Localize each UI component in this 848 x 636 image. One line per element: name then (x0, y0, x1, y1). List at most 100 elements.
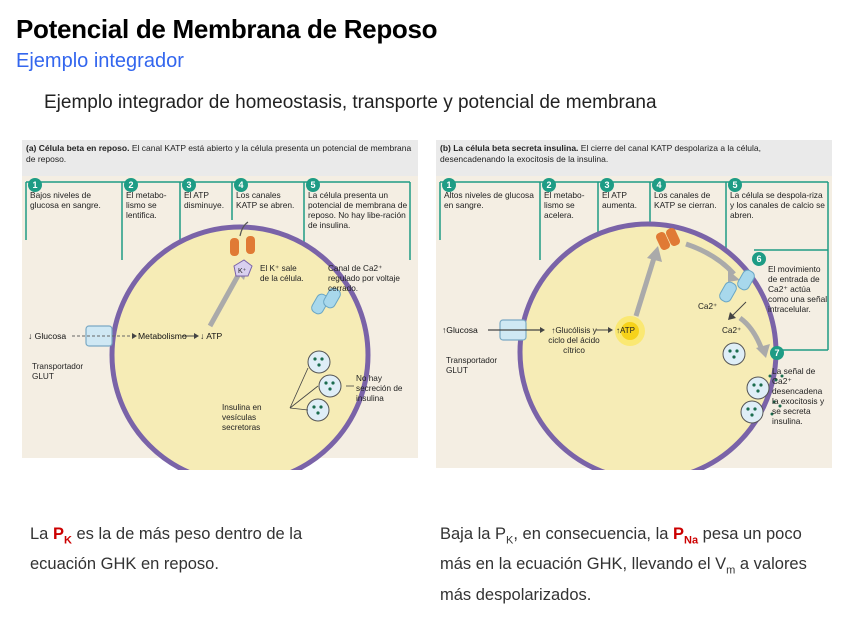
slide-subtitle: Ejemplo integrador (16, 50, 184, 72)
glucosa-label: ↑Glucosa (442, 325, 478, 335)
katp-channel-subunit (230, 238, 239, 256)
step-4-text: Los canales de KATP se cierran. (654, 190, 717, 210)
vesicle (318, 374, 342, 398)
step-badge-5: 5 (306, 178, 320, 192)
ca-label-1: Ca2⁺ (698, 302, 718, 311)
atp-text: ATP (620, 326, 635, 335)
note-right-b: , en consecuencia, la (513, 525, 673, 543)
ca-signal-arrow (738, 315, 765, 351)
panel-b-caption-text: El cierre del canal KATP despolariza a l… (440, 143, 761, 164)
arrowhead (194, 333, 199, 339)
vm-subscript: m (726, 564, 736, 577)
note-left-post: es la de más peso dentro de la ecuación … (30, 525, 303, 574)
arrowhead (728, 270, 740, 282)
metabolismo-label: Metabolismo (138, 331, 187, 341)
step-3-text: El ATP disminuye. (184, 190, 225, 210)
step-badge-3: 3 (182, 178, 196, 192)
arrowhead (540, 327, 545, 333)
pna-symbol: PNa (673, 525, 699, 547)
step-5-text: La célula se despola-riza y los canales … (730, 190, 825, 220)
insulin-vesicles (722, 342, 784, 424)
step-badge-2: 2 (124, 178, 138, 192)
katp-channel-subunit (655, 232, 671, 250)
k-sale-label: El K⁺ sale de la célula. (260, 264, 304, 283)
panel-a-caption-text: El canal KATP está abierto y la célula p… (26, 143, 412, 164)
pk-subscript: K (63, 534, 72, 547)
leader-line (289, 385, 319, 409)
glucosa-label: ↓ Glucosa (28, 331, 67, 341)
insulin-vesicles (306, 350, 342, 422)
pna-subscript: Na (684, 534, 699, 547)
up-arrow-icon: ↑ (551, 326, 556, 335)
no-secrecion-label: No hay secreción de insulina (356, 374, 403, 403)
k-efflux-arrow (239, 221, 249, 237)
atp-to-katp-arrow (633, 257, 657, 317)
arrowhead (728, 312, 736, 320)
up-arrow-icon: ↑ (616, 326, 620, 335)
step-6-text: El movimiento de entrada de Ca2⁺ actúa c… (768, 264, 828, 314)
ca-channel-closed-subunit (323, 287, 341, 309)
atp-label: ↓ ATP (200, 331, 223, 341)
panel-b-caption-bold: (b) La célula beta secreta insulina. (440, 143, 579, 153)
canal-ca-label: Canal de Ca2⁺ regulado por voltaje cerra… (328, 264, 400, 293)
note-right-a: Baja la P (440, 525, 507, 543)
katp-channel-subunit (246, 236, 255, 254)
step-badge-4: 4 (234, 178, 248, 192)
step-1-text: Altos niveles de glucosa en sangre. (444, 190, 534, 210)
step-badge-7: 7 (770, 346, 784, 360)
step-badge-1: 1 (442, 178, 456, 192)
leader-line (289, 367, 309, 409)
step-7-text: La señal de Ca2⁺ desencadena la exocitos… (772, 366, 825, 426)
step-2-text: El metabo-lismo se lentifica. (126, 190, 167, 220)
step-2-text: El metabo-lismo se acelera. (544, 190, 585, 220)
vesicle (746, 376, 770, 400)
arrowhead (608, 327, 613, 333)
step-4-text: Los canales KATP se abren. (236, 190, 295, 210)
ca-channel-open-subunit (719, 281, 737, 303)
atp-burst (621, 322, 639, 340)
panel-b-illustration (436, 176, 832, 470)
panel-a-illustration (22, 176, 418, 470)
atp-to-katp-arrow (207, 270, 243, 328)
note-right: Baja la PK, en consecuencia, la PNa pesa… (440, 522, 820, 607)
vesicle (307, 350, 331, 374)
leader-line (289, 407, 309, 411)
vesicle (740, 400, 764, 424)
step-badge-3: 3 (600, 178, 614, 192)
transportador-label: Transportador GLUT (446, 356, 498, 375)
pk-subscript: K (506, 534, 514, 547)
note-right-d: a valores más despolarizados. (440, 555, 807, 604)
note-left: La PK es la de más peso dentro de la ecu… (30, 522, 370, 576)
glucosa-text: Glucosa (446, 325, 478, 335)
katp-channel-subunit (665, 228, 681, 246)
pna-letter: P (673, 525, 685, 543)
panel-a-caption: (a) Célula beta en reposo. El canal KATP… (22, 140, 418, 176)
step-badge-1: 1 (28, 178, 42, 192)
arrowhead (756, 344, 770, 358)
atp-label: ↑ATP (616, 326, 635, 336)
pk-symbol: PK (52, 525, 72, 547)
step-badge-4: 4 (652, 178, 666, 192)
up-arrow-icon: ↑ (442, 325, 447, 335)
step-3-text: El ATP aumenta. (602, 190, 637, 210)
panel-a-resting-beta-cell: (a) Célula beta en reposo. El canal KATP… (22, 140, 418, 470)
ca-influx-arrow (731, 301, 747, 317)
vesicle (306, 398, 330, 422)
arrowhead (647, 246, 662, 262)
k-ion (233, 259, 253, 277)
panel-a-caption-bold: (a) Célula beta en reposo. (26, 143, 130, 153)
arrowhead (132, 333, 137, 339)
note-right-c: pesa un poco más en la ecuación GHK, lle… (440, 525, 802, 574)
glucolisis-label: ↑Glucólisis y ciclo del ácido cítrico (546, 326, 602, 356)
depolarization-arrow (685, 241, 736, 276)
slide-heading: Ejemplo integrador de homeostasis, trans… (44, 92, 657, 113)
step-5-text: La célula presenta un potencial de membr… (308, 190, 408, 230)
k-ion-label: K⁺ (238, 268, 247, 275)
ca-channel-open-subunit (737, 269, 755, 291)
vesiculas-label: Insulina en vesículas secretoras (222, 403, 262, 432)
step-badge-2: 2 (542, 178, 556, 192)
transportador-label: Transportador GLUT (32, 362, 84, 381)
slide-title: Potencial de Membrana de Reposo (16, 14, 438, 44)
step-1-text: Bajos niveles de glucosa en sangre. (30, 190, 101, 210)
pk-letter: P (52, 525, 64, 543)
